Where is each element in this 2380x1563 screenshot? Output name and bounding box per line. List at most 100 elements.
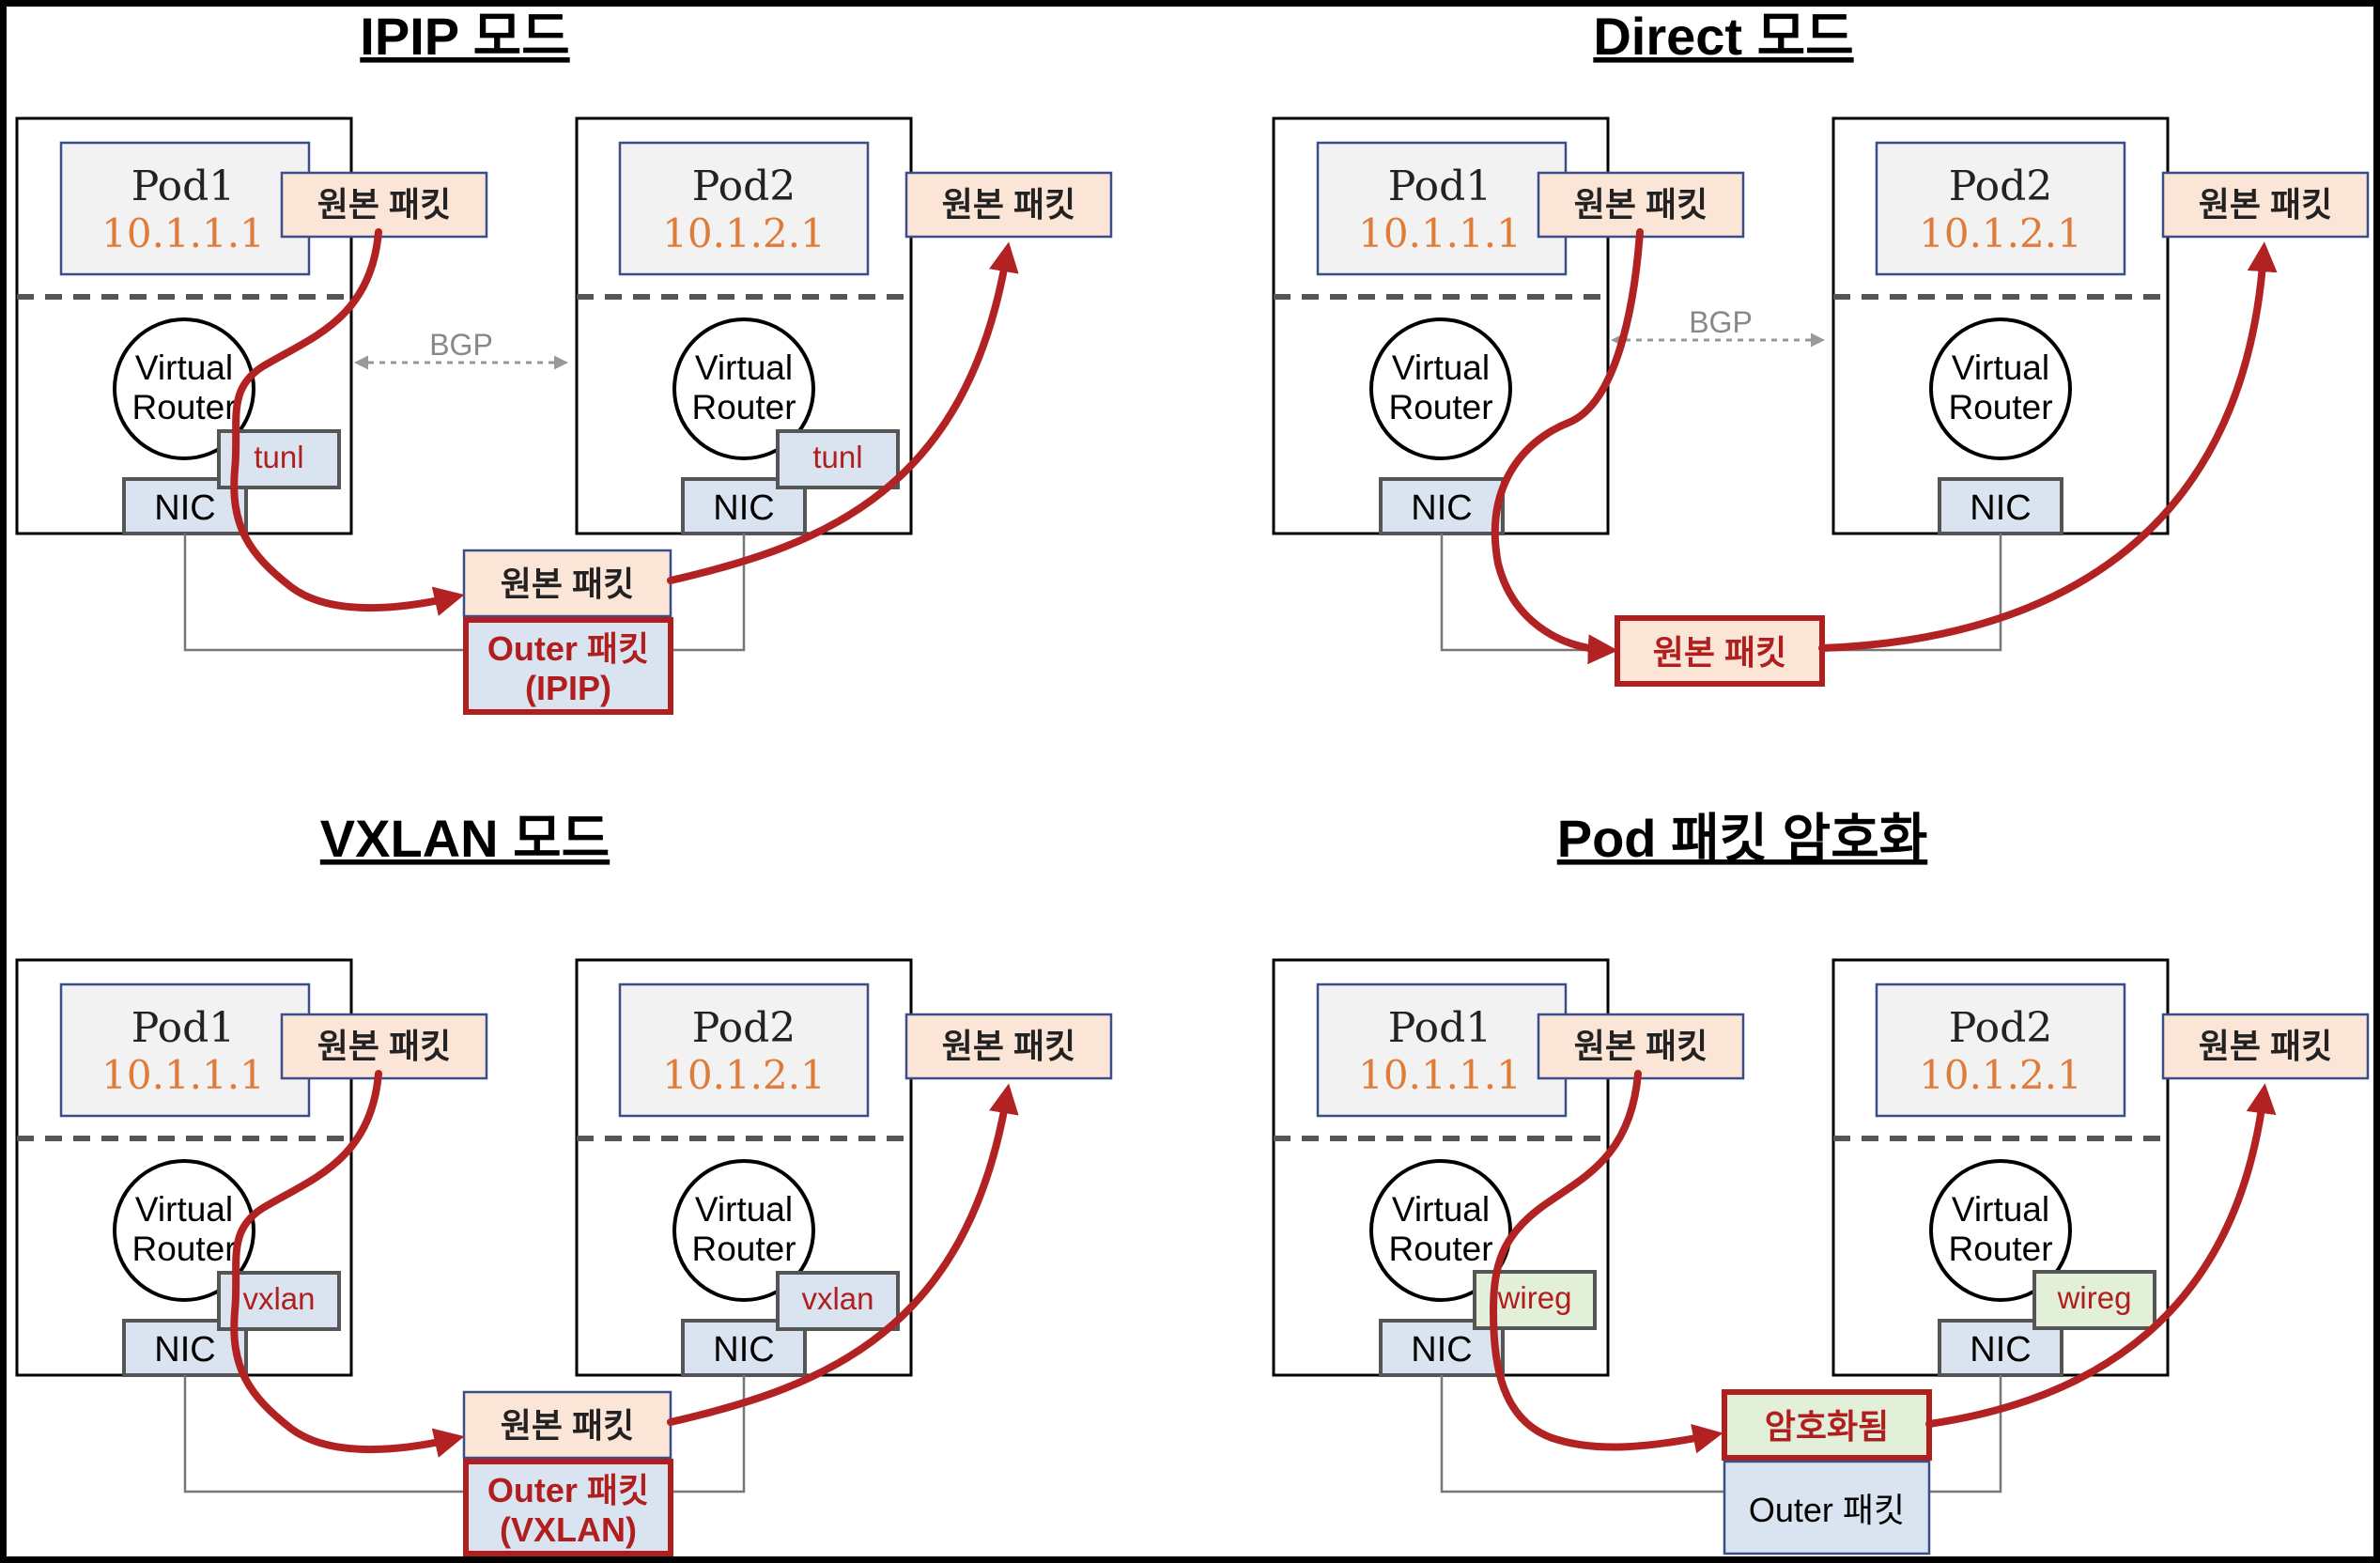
router-2-line1: Virtual (695, 1190, 793, 1229)
pod2-ip: 10.1.2.1 (1919, 1052, 2082, 1098)
nic-1-label: NIC (1411, 1330, 1472, 1370)
pod1-box (59, 983, 311, 1118)
virtual-router-1 (1369, 317, 1512, 460)
virtual-router-1 (1369, 1159, 1512, 1302)
pod1-original-packet-label: 원본 패킷 (317, 1027, 451, 1065)
wireguard-interface-1 (1473, 1270, 1597, 1330)
panel-title: VXLAN 모드 (320, 809, 610, 868)
router-2-line2: Router (691, 388, 796, 426)
nic-2 (1938, 477, 2063, 535)
router-1-line1: Virtual (1392, 1190, 1490, 1229)
router-2-line1: Virtual (1952, 1190, 2049, 1229)
packet-flow-arrow (230, 1070, 465, 1458)
nic-1-label: NIC (1411, 488, 1472, 528)
tunl-interface-2-label: tunl (812, 440, 862, 474)
pod1-name: Pod1 (1388, 162, 1491, 210)
router-2-line2: Router (1948, 388, 2052, 426)
nic-1-label: NIC (154, 488, 215, 528)
pod1-ip: 10.1.1.1 (1358, 1052, 1522, 1098)
router-2-line1: Virtual (695, 348, 793, 387)
virtual-router-1 (113, 317, 255, 460)
wireguard-interface-2 (2032, 1270, 2156, 1330)
pod1-original-packet-label: 원본 패킷 (1574, 1027, 1708, 1065)
pod1-box (59, 141, 311, 276)
encrypted-packet-label: 암호화됨 (1765, 1407, 1889, 1446)
router-1-line1: Virtual (135, 348, 233, 387)
vxlan-interface-2-label: vxlan (801, 1281, 873, 1316)
pod2-original-packet-label: 원본 패킷 (2199, 1027, 2332, 1065)
nic-wire (1440, 1375, 2002, 1493)
pod2-ip: 10.1.2.1 (662, 1052, 826, 1098)
panel-title: Pod 패킷 암호화 (1557, 809, 1927, 868)
panel-encryption: Pod 패킷 암호화 Pod1 10.1.1.1 원본 패킷 Virtual R… (1272, 809, 2370, 1555)
pod2-original-packet (2161, 1013, 2370, 1080)
pod2-box (1875, 141, 2126, 276)
pod2-original-packet (2161, 171, 2370, 239)
pod2-original-packet-label: 원본 패킷 (2199, 185, 2332, 224)
outer-packet-line1: Outer 패킷 (487, 629, 649, 668)
outer-packet-line1: Outer 패킷 (487, 1471, 649, 1509)
vxlan-interface-2 (776, 1271, 900, 1331)
packet-flow-arrow (667, 241, 1019, 584)
nic-2-label: NIC (1970, 488, 2031, 528)
outer-packet-line2: (IPIP) (525, 669, 611, 707)
packet-flow-arrow (667, 1083, 1019, 1426)
pod2-box (618, 141, 870, 276)
router-1-line2: Router (1388, 388, 1492, 426)
pod2-original-packet (904, 171, 1113, 239)
pod1-original-packet (280, 1013, 488, 1080)
router-1-line2: Router (131, 388, 236, 426)
pod1-box (1316, 141, 1568, 276)
virtual-router-2 (672, 317, 815, 460)
pod1-name: Pod1 (131, 1004, 235, 1052)
nic-2-label: NIC (1970, 1330, 2031, 1370)
packet-flow-arrow (1489, 1070, 1723, 1454)
outer-packet-label: Outer 패킷 (1749, 1491, 1905, 1529)
pod2-box (618, 983, 870, 1118)
wireguard-interface-2-label: wireg (2057, 1280, 2132, 1315)
original-packet-direct-label: 원본 패킷 (1653, 633, 1786, 672)
outer-packet (1723, 1460, 1931, 1555)
outer-packet-line2: (VXLAN) (500, 1510, 637, 1549)
nic-2-label: NIC (713, 1330, 774, 1370)
pod2-name: Pod2 (692, 1004, 796, 1052)
bgp-label: BGP (429, 328, 493, 362)
pod1-original-packet (1537, 171, 1745, 239)
pod2-original-packet-label: 원본 패킷 (942, 185, 1075, 224)
router-2-line1: Virtual (1952, 348, 2049, 387)
panel-title: IPIP 모드 (360, 7, 569, 66)
pod1-ip: 10.1.1.1 (101, 1052, 265, 1098)
pod1-original-packet-label: 원본 패킷 (1574, 185, 1708, 224)
pod1-ip: 10.1.1.1 (101, 210, 265, 256)
packet-flow-arrow (1925, 1083, 2277, 1428)
pod2-ip: 10.1.2.1 (662, 210, 826, 256)
pod2-box (1875, 983, 2126, 1118)
packet-flow-arrow (230, 228, 465, 616)
panel-direct: Direct 모드 Pod1 10.1.1.1 원본 패킷 Virtual Ro… (1272, 7, 2370, 687)
pod1-ip: 10.1.1.1 (1358, 210, 1522, 256)
virtual-router-1 (113, 1159, 255, 1302)
pod1-original-packet-label: 원본 패킷 (317, 185, 451, 224)
pod2-name: Pod2 (1949, 162, 2052, 210)
encapsulated-original-packet-label: 원본 패킷 (501, 1406, 634, 1445)
pod1-box (1316, 983, 1568, 1118)
packet-flow-arrow (1491, 228, 1644, 665)
pod2-name: Pod2 (1949, 1004, 2052, 1052)
pod2-ip: 10.1.2.1 (1919, 210, 2082, 256)
pod2-original-packet-label: 원본 패킷 (942, 1027, 1075, 1065)
tunl-interface-2 (776, 429, 900, 489)
pod1-name: Pod1 (1388, 1004, 1491, 1052)
nic-2-label: NIC (713, 488, 774, 528)
panel-ipip: IPIP 모드 Pod1 10.1.1.1 원본 패킷 Virtual Rout… (15, 7, 1113, 715)
virtual-router-2 (1929, 317, 2072, 460)
router-1-line2: Router (131, 1230, 236, 1268)
encapsulated-original-packet (462, 1390, 672, 1460)
router-1-line1: Virtual (1392, 348, 1490, 387)
pod1-original-packet (280, 171, 488, 239)
outer-packet-vxlan (463, 1459, 673, 1556)
pod2-original-packet (904, 1013, 1113, 1080)
panel-title: Direct 모드 (1593, 7, 1853, 66)
pod2-name: Pod2 (692, 162, 796, 210)
